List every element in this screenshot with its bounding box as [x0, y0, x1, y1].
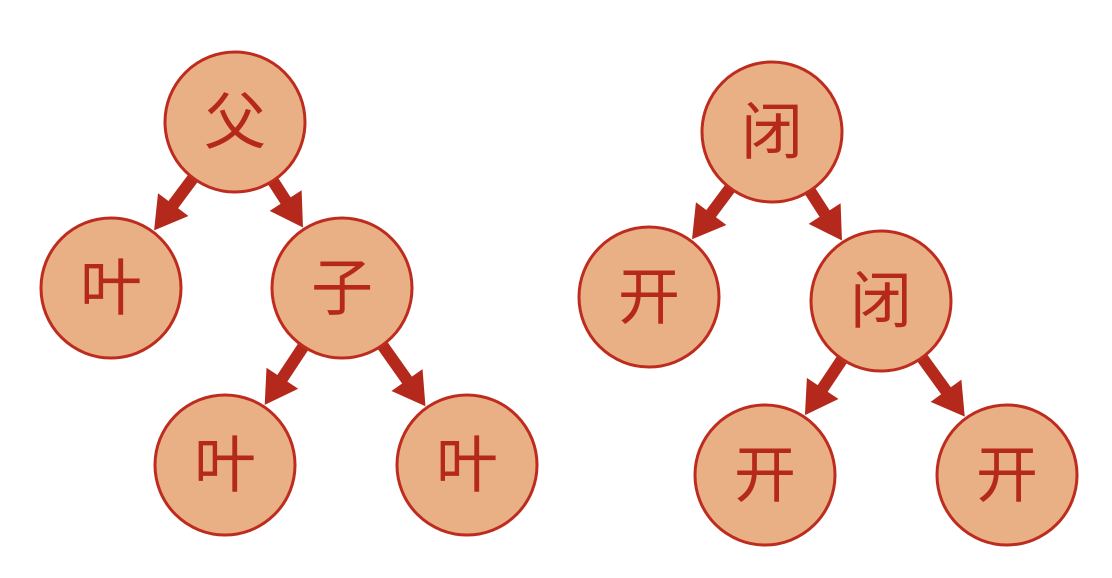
right-tree-arrowhead-child [808, 203, 842, 241]
node-label: 父 [204, 86, 266, 159]
left-tree-arrowhead-leaf-bottom-left [264, 367, 299, 405]
node-circle [163, 50, 307, 194]
node-circle [577, 225, 721, 369]
node-label: 叶 [80, 252, 142, 325]
right-tree-node-leaf-left: 开 [577, 225, 721, 369]
left-tree-node-leaf-bottom-right: 叶 [395, 393, 539, 537]
left-tree-edge-root-to-child [267, 177, 293, 208]
node-label: 叶 [194, 429, 256, 502]
right-tree-arrowhead-leaf-left [692, 202, 727, 240]
node-circle [39, 216, 183, 360]
node-circle [809, 229, 953, 373]
right-tree-edge-child-to-leaf-bottom-right [917, 354, 954, 398]
right-tree-edge-root-to-leaf-left [703, 184, 735, 221]
left-tree-node-leaf-bottom-left: 叶 [153, 393, 297, 537]
left-tree-arrowhead-leaf-left [154, 193, 189, 231]
right-tree-edge-root-to-child [804, 187, 832, 221]
right-tree-arrowhead-leaf-bottom-right [930, 379, 965, 417]
right-tree-arrowhead-leaf-bottom-left [804, 377, 839, 416]
node-label: 开 [618, 261, 680, 334]
node-circle [693, 403, 837, 547]
left-tree-edge-child-to-leaf-bottom-right [377, 341, 415, 387]
node-circle [935, 403, 1079, 547]
right-tree-edge-child-to-leaf-bottom-left [815, 355, 848, 396]
left-tree-node-root: 父 [163, 50, 307, 194]
left-tree-node-child: 子 [270, 216, 414, 360]
node-label: 闭 [741, 96, 803, 169]
left-tree-arrowhead-leaf-bottom-right [391, 369, 426, 407]
node-circle [153, 393, 297, 537]
left-tree-edge-root-to-leaf-left [166, 174, 198, 212]
node-label: 开 [734, 439, 796, 512]
node-label: 子 [311, 252, 373, 325]
right-tree-node-root: 闭 [700, 60, 844, 204]
node-label: 叶 [436, 429, 498, 502]
node-circle [700, 60, 844, 204]
node-circle [395, 393, 539, 537]
node-label: 开 [976, 439, 1038, 512]
node-label: 闭 [850, 265, 912, 338]
right-tree-node-leaf-bottom-right: 开 [935, 403, 1079, 547]
left-tree-edge-child-to-leaf-bottom-left [275, 343, 309, 385]
node-circle [270, 216, 414, 360]
right-tree-node-child: 闭 [809, 229, 953, 373]
nodes-layer: 父叶子叶叶闭开闭开开 [39, 50, 1079, 547]
left-tree-node-leaf-left: 叶 [39, 216, 183, 360]
edges-layer [154, 174, 965, 417]
right-tree-node-leaf-bottom-left: 开 [693, 403, 837, 547]
left-tree-arrowhead-child [269, 190, 303, 228]
